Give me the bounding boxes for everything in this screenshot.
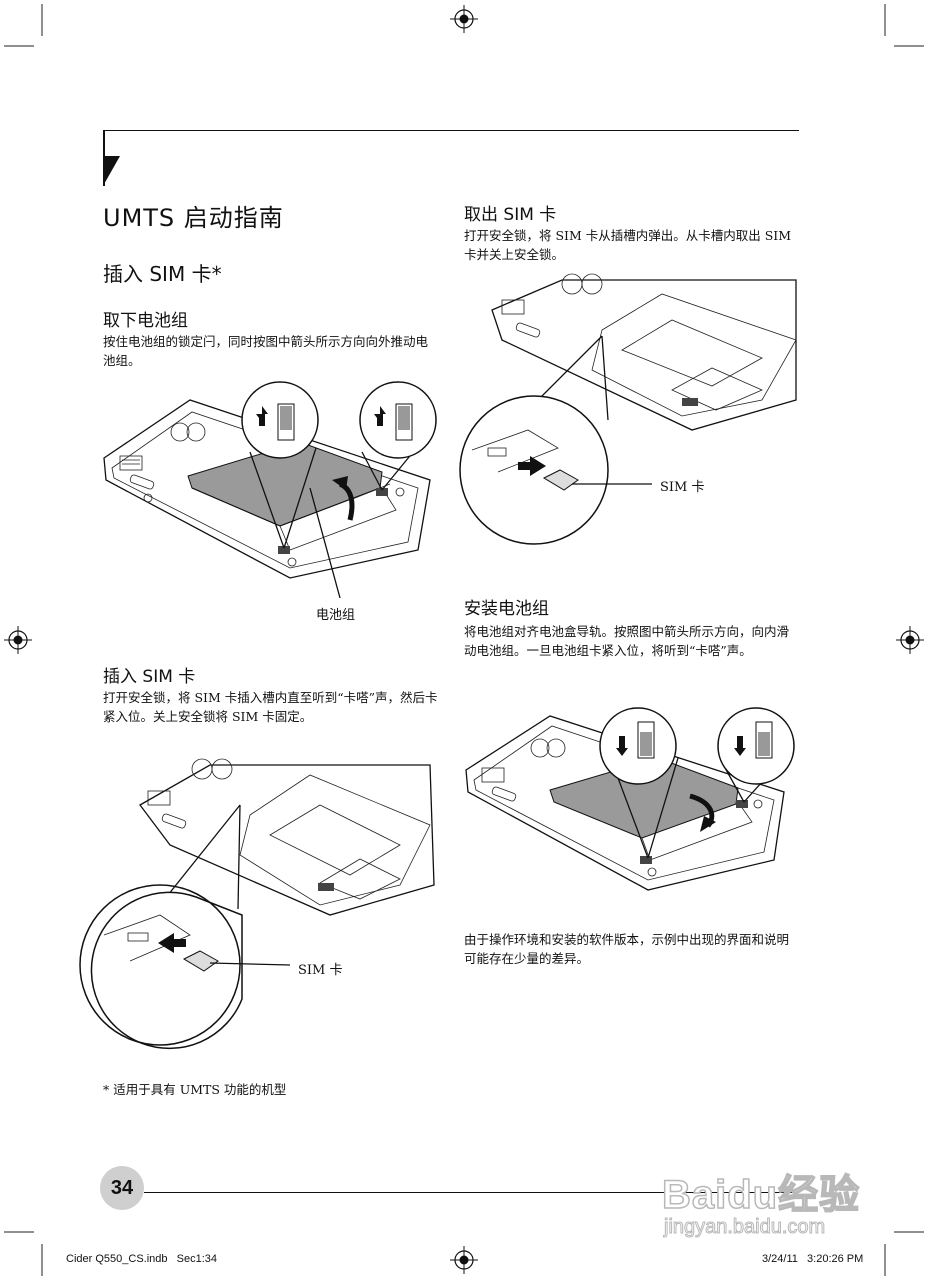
registration-target-bottom-icon [450, 1246, 478, 1274]
remove-battery-illustration [103, 381, 437, 599]
sim-card-label-right: SIM 卡 [660, 480, 705, 495]
page-number-badge: 34 [100, 1166, 144, 1210]
page-title: UMTS 启动指南 [103, 204, 284, 232]
registration-target-left-icon [4, 626, 32, 654]
remove-battery-heading: 取下电池组 [103, 311, 188, 331]
section-corner-marker [103, 130, 120, 186]
footer-timestamp: 3/24/11 3:20:26 PM [762, 1253, 864, 1265]
registration-target-top-icon [450, 5, 478, 33]
baidu-watermark: Baidu经验 jingyan.baidu.com [661, 1150, 892, 1245]
install-battery-text: 将电池组对齐电池盒导轨。按照图中箭头所示方向，向内滑动电池组。一旦电池组卡紧入位… [464, 624, 790, 658]
install-battery-heading: 安装电池组 [464, 599, 549, 619]
watermark-brand: Baidu经验 [661, 1172, 861, 1218]
insert-sim-text: 打开安全锁，将 SIM 卡插入槽内直至听到“卡嗒”声，然后卡紧入位。关上安全锁将… [103, 690, 438, 724]
insert-sim-illustration [79, 758, 435, 1050]
footer-rule [144, 1192, 799, 1193]
remove-sim-text: 打开安全锁，将 SIM 卡从插槽内弹出。从卡槽内取出 SIM 卡并关上安全锁。 [464, 228, 792, 262]
section-title: 插入 SIM 卡* [103, 262, 222, 286]
sim-card-label-left: SIM 卡 [298, 963, 343, 978]
install-battery-illustration [465, 707, 795, 891]
version-note: 由于操作环境和安装的软件版本，示例中出现的界面和说明可能存在少量的差异。 [464, 932, 790, 966]
remove-sim-heading: 取出 SIM 卡 [464, 205, 557, 225]
watermark-url: jingyan.baidu.com [663, 1216, 826, 1239]
footnote: * 适用于具有 UMTS 功能的机型 [103, 1082, 287, 1097]
remove-sim-illustration [459, 273, 797, 545]
insert-sim-heading: 插入 SIM 卡 [103, 667, 196, 687]
registration-target-right-icon [896, 626, 924, 654]
remove-battery-text: 按住电池组的锁定闩，同时按图中箭头所示方向向外推动电池组。 [103, 334, 429, 368]
page-number: 34 [110, 1176, 134, 1199]
footer-file-info: Cider Q550_CS.indb Sec1:34 [66, 1253, 218, 1265]
battery-label: 电池组 [316, 608, 356, 623]
header-rule [103, 130, 799, 131]
